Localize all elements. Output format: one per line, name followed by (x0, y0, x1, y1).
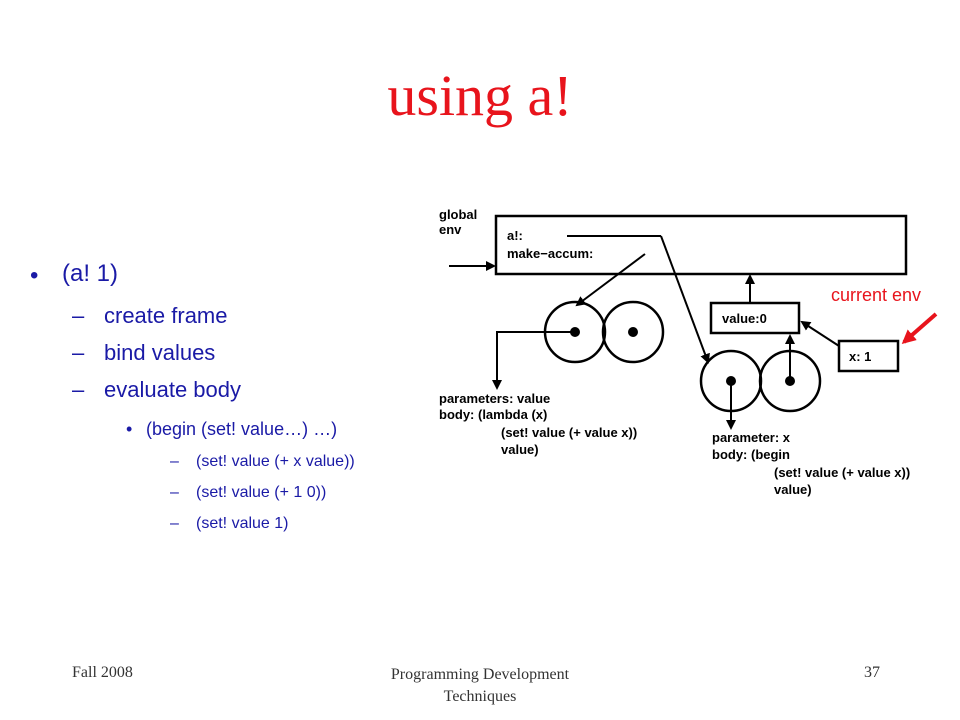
proc1-body-2: (set! value (+ value x)) (501, 425, 637, 440)
dash-marker: – (72, 377, 85, 402)
dash-marker: – (72, 340, 85, 365)
x-frame (837, 339, 900, 373)
proc1-body-3: value) (501, 442, 539, 457)
frame-binding-a: a!: (507, 228, 523, 243)
proc1-body-1: body: (lambda (x) (439, 407, 547, 422)
global-frame (494, 214, 908, 276)
sub-bullet-begin: (begin (set! value…) …) (146, 419, 338, 439)
bullet-marker: • (30, 262, 39, 289)
slide-number: 37 (864, 664, 880, 681)
footer-course-line-2: Techniques (443, 688, 517, 705)
proc2-body-1: body: (begin (712, 447, 790, 462)
current-env-arrow (901, 312, 938, 344)
proc1-code-pointer (492, 331, 575, 390)
x-binding: x: 1 (849, 349, 871, 364)
make-accum-pointer (575, 253, 646, 307)
dash-marker: – (170, 515, 179, 532)
environment-diagram: global env a!: make−accum: value:0 x: 1 … (439, 207, 938, 497)
sub-bullet-evaluate-body: evaluate body (104, 377, 241, 402)
footer-date: Fall 2008 (72, 664, 133, 681)
footer-course: Programming Development Techniques (330, 664, 630, 708)
value-binding: value:0 (722, 311, 767, 326)
proc1-params: parameters: value (439, 391, 550, 406)
proc1-env-dot (628, 327, 638, 337)
footer-course-line-1: Programming Development (390, 666, 570, 683)
dash-marker: – (170, 484, 179, 501)
sub-bullet-set-value-1: (set! value (+ x value)) (196, 453, 355, 470)
dash-marker: – (72, 303, 85, 328)
bullet-marker: • (126, 419, 133, 439)
sub-bullet-set-value-3: (set! value 1) (196, 515, 289, 532)
x-frame-parent-arrow (800, 320, 840, 347)
bullet-a-call: (a! 1) (62, 260, 119, 287)
bullet-list: • (a! 1) – create frame – bind values – … (0, 0, 430, 600)
frame-binding-make-accum: make−accum: (507, 246, 593, 261)
proc2-body-3: value) (774, 482, 812, 497)
dash-marker: – (170, 453, 179, 470)
a-pointer (660, 235, 710, 364)
proc1-right-circle (601, 300, 665, 364)
proc2-body-2: (set! value (+ value x)) (774, 465, 910, 480)
global-label: global (439, 207, 477, 222)
sub-bullet-bind-values: bind values (104, 340, 216, 365)
slide-title: using a! (387, 63, 573, 128)
value-frame (709, 301, 801, 335)
proc2-param: parameter: x (712, 430, 791, 445)
sub-bullet-create-frame: create frame (104, 303, 228, 328)
current-env-label: current env (831, 285, 921, 305)
sub-bullet-set-value-2: (set! value (+ 1 0)) (196, 484, 327, 501)
env-label: env (439, 222, 462, 237)
